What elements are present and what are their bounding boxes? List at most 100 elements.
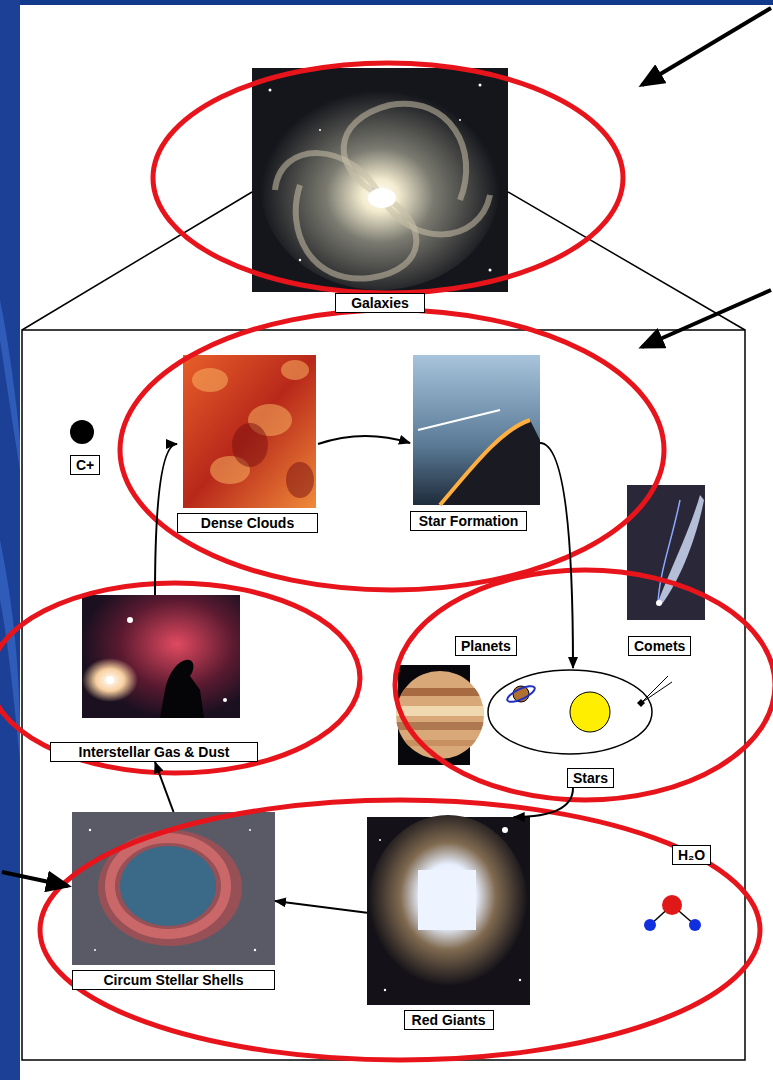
highlight-ellipse <box>120 310 664 590</box>
star-formation-picture <box>418 410 500 430</box>
cycle-arrow <box>155 762 174 812</box>
galaxy-picture <box>489 269 492 272</box>
galaxy-picture <box>260 80 500 290</box>
galaxy-picture <box>368 188 396 208</box>
solar-system-sketch <box>488 670 672 754</box>
stage-label: Red Giants <box>404 1010 494 1030</box>
interstellar-picture <box>82 595 240 718</box>
red-giant-picture <box>367 815 530 1005</box>
galaxy-picture <box>269 89 272 92</box>
stage-label: Circum Stellar Shells <box>72 970 275 990</box>
stage-label: Stars <box>567 768 614 788</box>
red-giant-picture <box>379 839 521 991</box>
stage-label: C+ <box>70 455 100 475</box>
star-formation-picture <box>440 420 530 505</box>
red-giant-picture <box>379 839 381 841</box>
jupiter-picture <box>396 706 486 716</box>
jupiter-picture <box>396 688 486 696</box>
pointer-arrow <box>2 8 771 886</box>
galaxy-picture <box>269 84 492 272</box>
galaxy-picture <box>479 84 482 87</box>
galaxy-picture <box>319 129 321 131</box>
molecule-label: H₂O <box>672 845 711 865</box>
stage-label: Dense Clouds <box>177 513 318 533</box>
stage-label: Planets <box>455 636 517 656</box>
ion-label: C+ <box>70 455 100 475</box>
highlight-ellipse <box>0 63 773 1060</box>
cycle-arrow <box>514 788 573 817</box>
ion-dot <box>70 420 94 444</box>
highlight-ellipse <box>153 63 623 293</box>
circumstellar-shell-picture <box>120 846 216 926</box>
stage-node: Circum Stellar Shells <box>72 812 275 990</box>
galaxy-picture <box>275 153 380 195</box>
slide-ground <box>0 0 773 5</box>
jupiter-picture <box>396 671 486 759</box>
stage-node: Red Giants <box>367 817 530 1030</box>
stage-node: Stars <box>488 668 658 788</box>
red-giant-picture <box>519 979 521 981</box>
planet-label: Planets <box>455 636 517 656</box>
cycle-panel <box>22 330 745 1060</box>
water-molecule <box>644 919 656 931</box>
cycle-arrow <box>275 901 367 913</box>
interstellar-picture <box>82 595 240 718</box>
water-molecule <box>689 919 701 931</box>
jupiter-picture <box>396 671 486 759</box>
stage-node: Dense Clouds <box>177 355 318 533</box>
slide-ground <box>0 0 20 1080</box>
stage-label: H₂O <box>672 845 711 865</box>
stage-label: Star Formation <box>410 511 527 531</box>
galaxy-picture <box>296 185 417 279</box>
pointer-arrow <box>642 8 771 85</box>
jupiter-picture <box>396 740 486 746</box>
galaxy-picture <box>275 104 490 279</box>
highlight-ellipse <box>40 800 760 1060</box>
comet-picture <box>656 600 662 606</box>
dense-cloud-picture <box>192 360 309 484</box>
galaxy-picture <box>459 119 461 121</box>
star-formation-picture <box>413 355 540 505</box>
galaxy-picture <box>252 68 508 292</box>
dense-cloud-picture <box>183 355 316 508</box>
highlight-ellipse <box>0 583 360 773</box>
dense-cloud-picture <box>183 355 316 508</box>
galaxy-picture <box>299 259 301 261</box>
circumstellar-shell-picture <box>72 812 275 965</box>
star-formation-picture <box>413 355 540 505</box>
interstellar-picture <box>82 658 138 702</box>
cycle-arrow <box>540 443 573 668</box>
solar-system-sketch <box>505 683 536 705</box>
stage-label: Galaxies <box>335 293 425 313</box>
cycle-panel <box>22 192 252 330</box>
dense-cloud-picture <box>286 462 314 498</box>
cycle-arrow <box>318 436 410 444</box>
circumstellar-shell-picture <box>89 829 256 951</box>
stage-node: Star Formation <box>410 355 540 531</box>
stage-label: Comets <box>628 636 691 656</box>
red-giant-picture <box>418 870 476 930</box>
interstellar-picture <box>223 698 227 702</box>
jupiter-picture <box>396 665 486 765</box>
pointer-arrow <box>642 290 771 347</box>
cycle-panel <box>22 192 745 1060</box>
circumstellar-shell-picture <box>254 949 256 951</box>
circumstellar-shell-picture <box>249 829 251 831</box>
cycle-panel <box>508 192 745 330</box>
solar-system-sketch <box>488 670 652 754</box>
red-giant-picture <box>368 815 528 995</box>
galaxy-node: Galaxies <box>252 68 508 313</box>
solar-system-sketch <box>641 682 672 703</box>
highlight-ellipse <box>395 570 773 800</box>
galaxy-picture <box>380 195 490 234</box>
comet-label: Comets <box>628 636 691 656</box>
galaxy-picture <box>344 104 467 200</box>
cycle-arrow <box>155 444 177 595</box>
dense-cloud-picture <box>192 368 228 392</box>
stage-node: Interstellar Gas & Dust <box>50 595 260 762</box>
water-molecule <box>644 895 701 931</box>
red-giant-picture <box>502 827 508 833</box>
